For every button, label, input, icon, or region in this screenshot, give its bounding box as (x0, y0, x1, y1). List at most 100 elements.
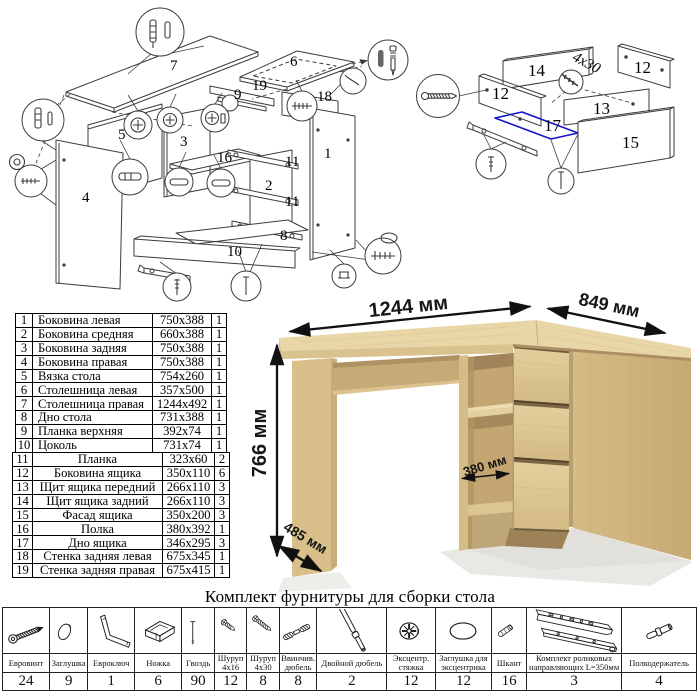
desk-render: 1244 мм 849 мм 766 мм 485 мм 380 мм (250, 289, 693, 592)
hardware-item-qty: 24 (18, 673, 34, 689)
hardware-item-name: Шкант (492, 654, 527, 673)
part-name: Щит ящика передний (32, 479, 163, 495)
part-label: 14 (528, 61, 546, 80)
hardware-item-qty: 4 (655, 673, 663, 689)
part-number: 18 (12, 549, 33, 565)
part-qty: 1 (211, 340, 227, 356)
part-size: 754х260 (152, 368, 212, 384)
part-size: 266х110 (162, 493, 215, 509)
part-size: 357х500 (152, 382, 212, 398)
part-name: Фасад ящика (32, 507, 163, 523)
part-size: 750х388 (152, 340, 212, 356)
part-number: 16 (12, 521, 33, 537)
hardware-item-name: Двойной дюбель (317, 654, 387, 673)
part-qty: 1 (211, 326, 227, 342)
hardware-item-name: Комплект роликовых направляющих L=350мм (527, 654, 622, 673)
part-name: Дно ящика (32, 535, 163, 551)
cap-icon (49, 608, 88, 655)
part-label: 4 (82, 190, 90, 206)
part-name: Боковина ящика (32, 465, 163, 481)
part-label: 18 (317, 89, 332, 105)
part-qty: 1 (211, 313, 227, 328)
part-name: Вязка стола (32, 368, 153, 384)
hardware-item-qty: 12 (403, 673, 419, 689)
part-label: 15 (622, 133, 639, 152)
part-label: 19 (252, 78, 267, 94)
part-size: 323х60 (162, 452, 215, 467)
hardware-item-qty: 6 (154, 673, 162, 689)
hardware-item-name: Эксцентр. стяжка (387, 654, 435, 673)
part-name: Планка (32, 452, 163, 467)
part-number: 15 (12, 507, 33, 523)
part-name: Полка (32, 521, 163, 537)
exploded-diagram-desk: 7 6 19 9 18 5 3 1 16 11 2 11 8 10 4 (8, 7, 409, 302)
confirmat-icon (3, 608, 49, 655)
part-size: 675х415 (162, 563, 215, 579)
part-number: 7 (15, 396, 33, 412)
screw-short-icon (214, 608, 247, 655)
part-qty: 1 (211, 424, 227, 440)
part-label: 12 (634, 58, 651, 77)
hardware-item-qty: 1 (107, 673, 115, 689)
part-number: 5 (15, 368, 33, 384)
part-number: 13 (12, 479, 33, 495)
part-qty: 3 (214, 535, 230, 551)
part-number: 9 (15, 424, 33, 440)
hardware-item-name: Гвоздь (182, 654, 214, 673)
hardware-item-name: Заглушка для эксцентрика (435, 654, 492, 673)
part-qty: 1 (211, 382, 227, 398)
part-label: 2 (265, 178, 273, 194)
hardware-item-qty: 8 (294, 673, 302, 689)
part-size: 675х345 (162, 549, 215, 565)
part-name: Столешница левая (32, 382, 153, 398)
hardware-item-qty: 2 (348, 673, 356, 689)
part-name: Боковина правая (32, 354, 153, 370)
part-size: 392х74 (152, 424, 212, 440)
part-number: 17 (12, 535, 33, 551)
part-qty: 1 (214, 563, 230, 579)
hardware-item-qty: 12 (223, 673, 239, 689)
part-size: 731х388 (152, 410, 212, 426)
part-number: 19 (12, 563, 33, 579)
hardware-item-name: Ножка (134, 654, 182, 673)
hardware-item-name: Евровинт (3, 654, 49, 673)
hardware-item-qty: 8 (259, 673, 267, 689)
part-label: 12 (492, 84, 509, 103)
part-size: 266х110 (162, 479, 215, 495)
desk-shelf (468, 407, 513, 418)
part-label: 10 (227, 244, 242, 260)
part-label: 6 (290, 54, 298, 70)
part-size: 750х388 (152, 313, 212, 328)
part-label: 7 (170, 58, 178, 74)
part-number: 12 (12, 465, 33, 481)
part-number: 14 (12, 493, 33, 509)
part-label: 11 (285, 194, 299, 210)
part-name: Боковина левая (32, 313, 153, 328)
part-size: 1244х492 (152, 396, 212, 412)
part-number: 4 (15, 354, 33, 370)
part-label: 13 (593, 99, 610, 118)
stud-dowel-icon (279, 608, 317, 655)
part-number: 8 (15, 410, 33, 426)
part-label: 11 (285, 154, 299, 170)
part-size: 346х295 (162, 535, 215, 551)
part-number: 6 (15, 382, 33, 398)
drawer-slide-icon (527, 608, 622, 655)
